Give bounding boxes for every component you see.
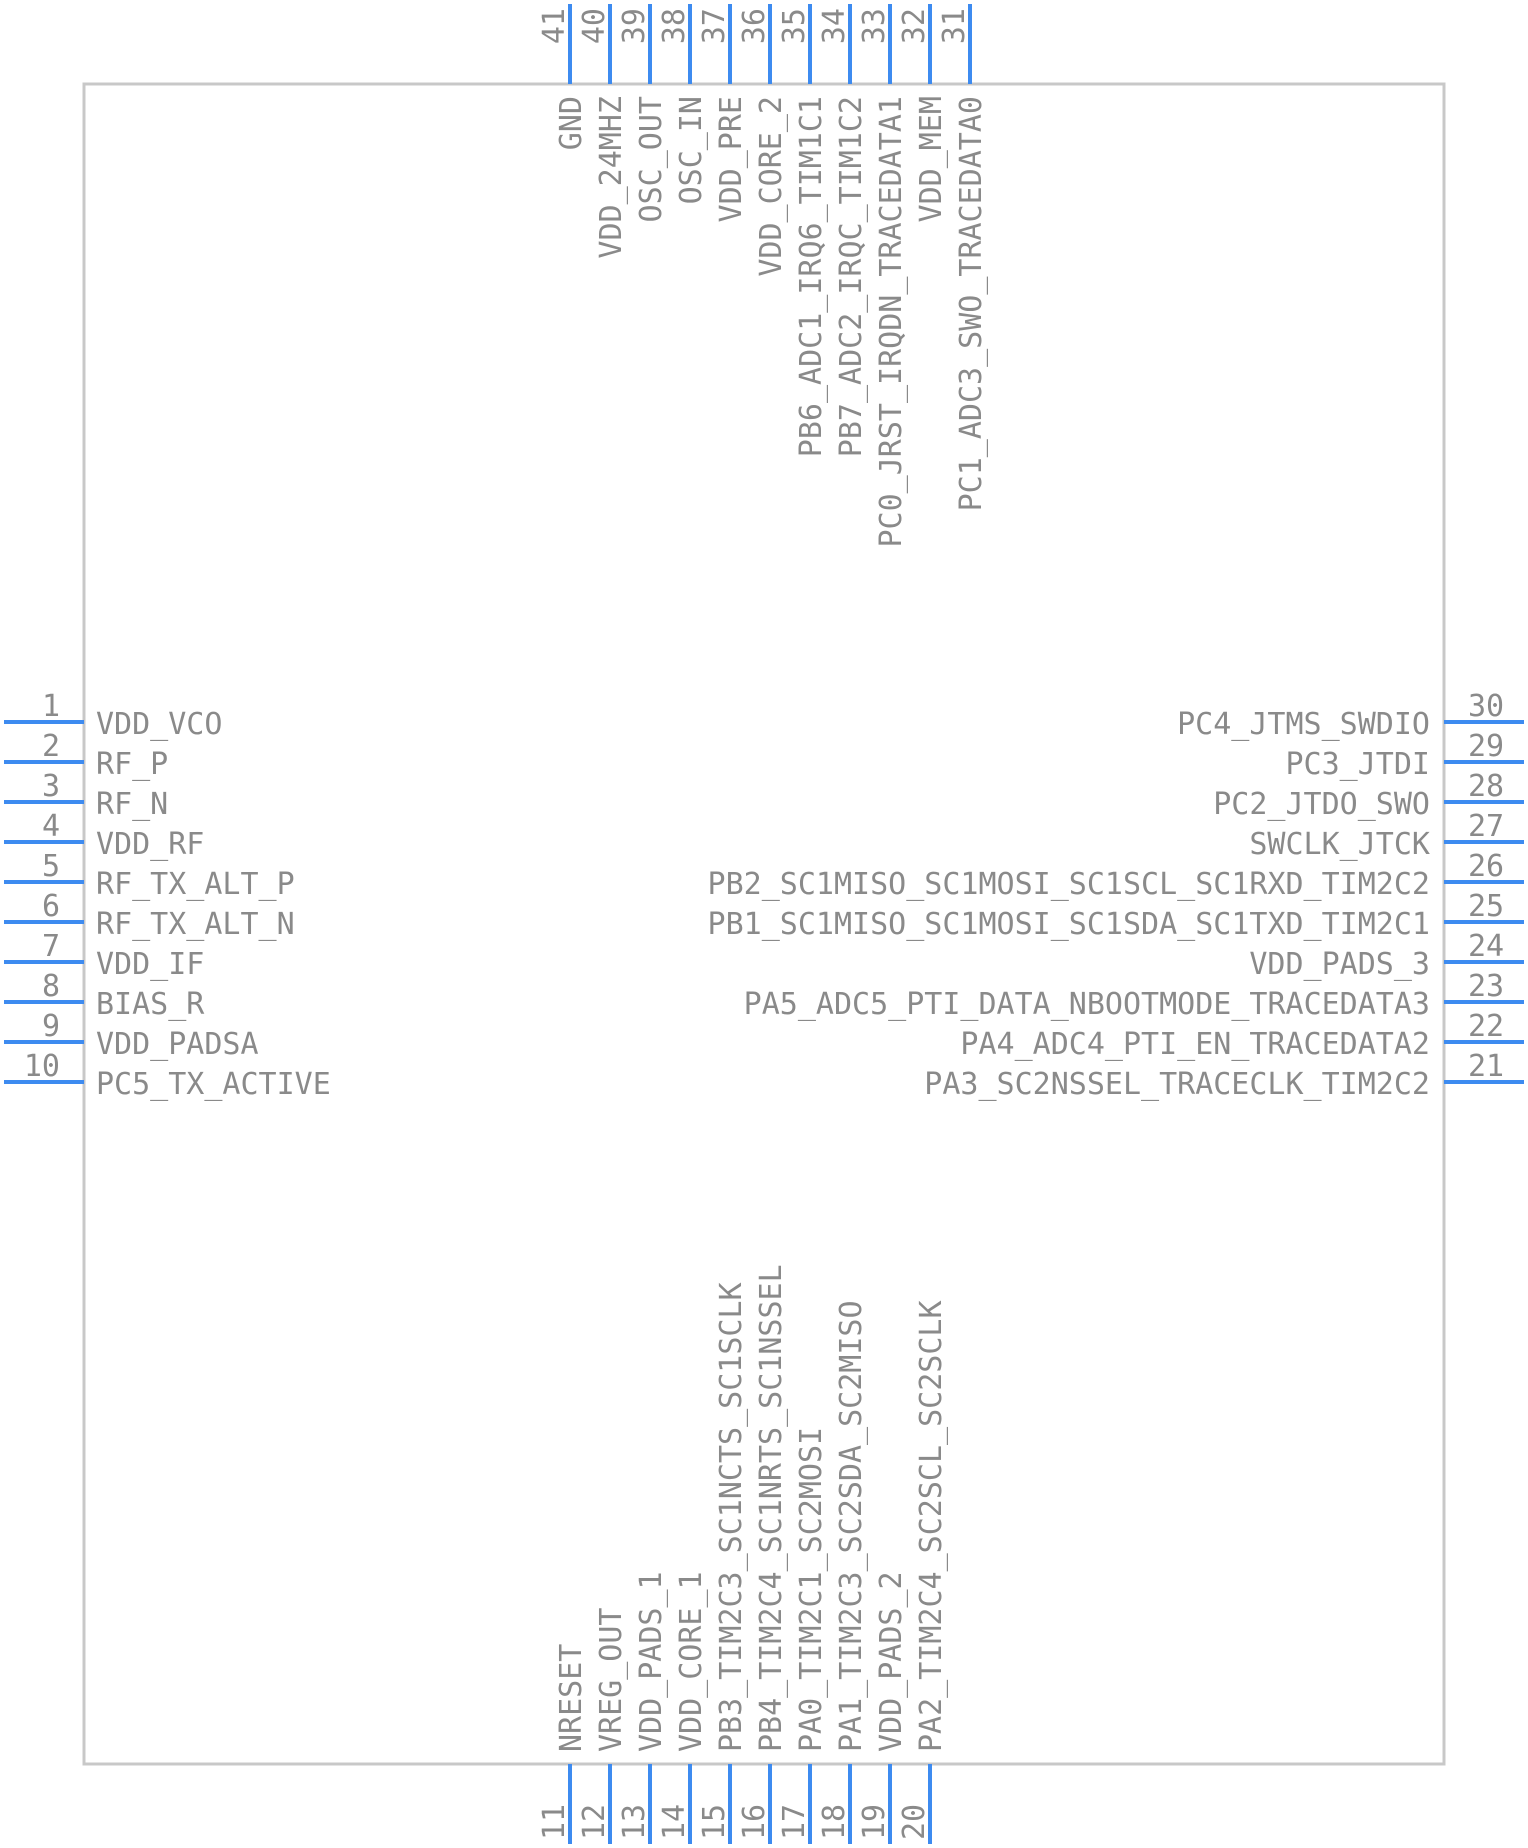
pin-name: PC2_JTDO_SWO [1213,787,1430,822]
pin-name: PC3_JTDI [1286,747,1431,782]
pin-name: BIAS_R [96,987,205,1022]
pin-name: VDD_PADS_2 [874,1571,909,1752]
pin-number: 35 [777,8,812,44]
pin-name: VDD_RF [96,827,204,862]
pin-number: 14 [657,1804,692,1840]
pin-number: 11 [537,1804,572,1840]
pin-name: PA4_ADC4_PTI_EN_TRACEDATA2 [960,1027,1430,1062]
pin-name: VDD_MEM [914,96,949,222]
pin-number: 15 [697,1804,732,1840]
pin-name: VDD_24MHZ [594,96,629,259]
pin-number: 8 [42,969,60,1004]
pin-number: 36 [737,8,772,44]
pin-number: 33 [857,8,892,44]
pin-number: 30 [1468,689,1504,724]
pin-number: 4 [42,809,60,844]
pin-number: 37 [697,8,732,44]
pin-number: 39 [617,8,652,44]
pin-number: 38 [657,8,692,44]
pin-number: 22 [1468,1009,1504,1044]
pin-number: 27 [1468,809,1504,844]
pin-name: RF_N [96,787,168,822]
pin-name: PA5_ADC5_PTI_DATA_NBOOTMODE_TRACEDATA3 [744,987,1430,1022]
pin-name: PC4_JTMS_SWDIO [1177,707,1430,742]
pin-number: 34 [817,8,852,44]
pin-name: PA2_TIM2C4_SC2SCL_SC2SCLK [914,1300,949,1752]
pin-name: PB3_TIM2C3_SC1NCTS_SC1SCLK [714,1282,749,1752]
pin-name: VDD_VCO [96,707,222,742]
pin-name: PB7_ADC2_IRQC_TIM1C2 [834,96,869,457]
pin-number: 29 [1468,729,1504,764]
pin-name: OSC_OUT [634,96,669,222]
pin-number: 23 [1468,969,1504,1004]
pin-number: 7 [42,929,60,964]
pin-number: 12 [577,1804,612,1840]
pin-number: 31 [937,8,972,44]
pin-name: GND [554,96,589,150]
pin-name: PB4_TIM2C4_SC1NRTS_SC1NSSEL [754,1264,789,1752]
pin-name: VDD_PADS_3 [1249,947,1430,982]
pin-number: 1 [42,689,60,724]
pin-number: 9 [42,1009,60,1044]
pin-name: NRESET [554,1644,589,1752]
pin-number: 28 [1468,769,1504,804]
pin-number: 17 [777,1804,812,1840]
pin-number: 25 [1468,889,1504,924]
pin-name: VDD_CORE_2 [754,96,789,277]
pin-name: VDD_PADS_1 [634,1571,669,1752]
pin-name: OSC_IN [674,96,709,204]
pin-number: 32 [897,8,932,44]
pin-name: PA3_SC2NSSEL_TRACECLK_TIM2C2 [924,1067,1430,1102]
pin-number: 20 [897,1804,932,1840]
pin-name: VREG_OUT [594,1608,629,1753]
pin-number: 5 [42,849,60,884]
pin-name: VDD_IF [96,947,204,982]
pin-number: 18 [817,1804,852,1840]
pin-number: 2 [42,729,60,764]
pin-number: 21 [1468,1049,1504,1084]
pin-number: 16 [737,1804,772,1840]
pin-name: RF_TX_ALT_P [96,867,295,902]
pin-number: 10 [24,1049,60,1084]
pin-name: RF_TX_ALT_N [96,907,295,942]
pin-number: 19 [857,1804,892,1840]
pin-number: 24 [1468,929,1504,964]
pin-name: SWCLK_JTCK [1249,827,1430,862]
pin-number: 6 [42,889,60,924]
pin-number: 40 [577,8,612,44]
pin-name: PB2_SC1MISO_SC1MOSI_SC1SCL_SC1RXD_TIM2C2 [708,867,1430,902]
pin-number: 26 [1468,849,1504,884]
pin-name: PC0_JRST_IRQDN_TRACEDATA1 [874,96,909,548]
pin-name: PA1_TIM2C3_SC2SDA_SC2MISO [834,1300,869,1752]
pin-name: PA0_TIM2C1_SC2MOSI [794,1427,829,1752]
pin-name: PC5_TX_ACTIVE [96,1067,331,1102]
pin-name: PC1_ADC3_SWO_TRACEDATA0 [954,96,989,511]
pin-name: VDD_CORE_1 [674,1571,709,1752]
pin-number: 13 [617,1804,652,1840]
pin-number: 3 [42,769,60,804]
pin-name: PB6_ADC1_IRQ6_TIM1C1 [794,96,829,457]
pin-name: VDD_PRE [714,96,749,222]
pin-number: 41 [537,8,572,44]
pin-name: VDD_PADSA [96,1027,259,1062]
pin-name: RF_P [96,747,168,782]
pin-name: PB1_SC1MISO_SC1MOSI_SC1SDA_SC1TXD_TIM2C1 [708,907,1430,942]
